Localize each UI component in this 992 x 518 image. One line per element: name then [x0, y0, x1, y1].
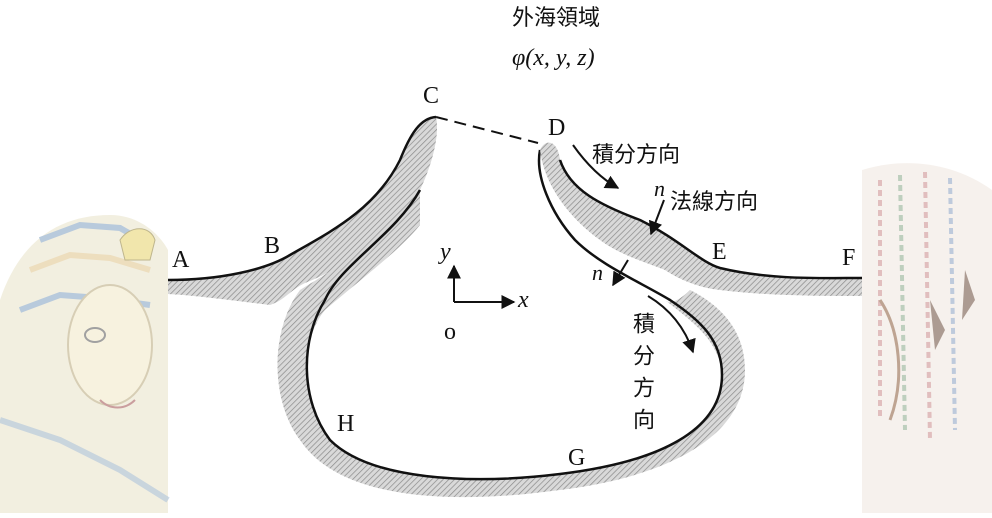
point-f-label: F — [842, 245, 856, 271]
point-b-label: B — [264, 233, 281, 259]
point-a-label: A — [172, 247, 190, 273]
right-breakwater-hatch — [540, 142, 862, 296]
normal-label-outer: n — [654, 176, 665, 201]
basin-outline — [305, 149, 724, 481]
harbor-mouth-line — [435, 116, 539, 144]
integration-direction-label-inner: 積分方向 — [629, 312, 654, 440]
normal-label-inner: n — [592, 260, 603, 285]
point-c-label: C — [423, 83, 440, 109]
point-d-label: D — [548, 115, 566, 141]
pharaoh-drawing-right — [862, 163, 992, 514]
x-axis-label: x — [518, 287, 529, 313]
coordinate-axes — [447, 264, 516, 309]
left-shoreline — [167, 115, 437, 282]
normal-arrow-inner — [612, 259, 629, 287]
integration-arrow-inner — [647, 295, 696, 354]
integration-direction-label-outer: 積分方向 — [592, 143, 681, 168]
point-h-label: H — [337, 411, 355, 437]
potential-label: φ(x, y, z) — [512, 45, 595, 71]
point-g-label: G — [568, 445, 586, 471]
integration-arrow-outer — [572, 144, 620, 189]
pharaoh-drawing-left — [0, 215, 170, 513]
origin-label: o — [444, 319, 456, 345]
normal-direction-label: 法線方向 — [670, 190, 759, 215]
outer-sea-region-label: 外海領域 — [512, 6, 601, 31]
normal-arrow-outer — [648, 199, 665, 236]
point-e-label: E — [712, 239, 727, 265]
y-axis-label: y — [440, 239, 451, 265]
right-shoreline — [558, 159, 863, 280]
left-breakwater-hatch — [168, 117, 438, 305]
